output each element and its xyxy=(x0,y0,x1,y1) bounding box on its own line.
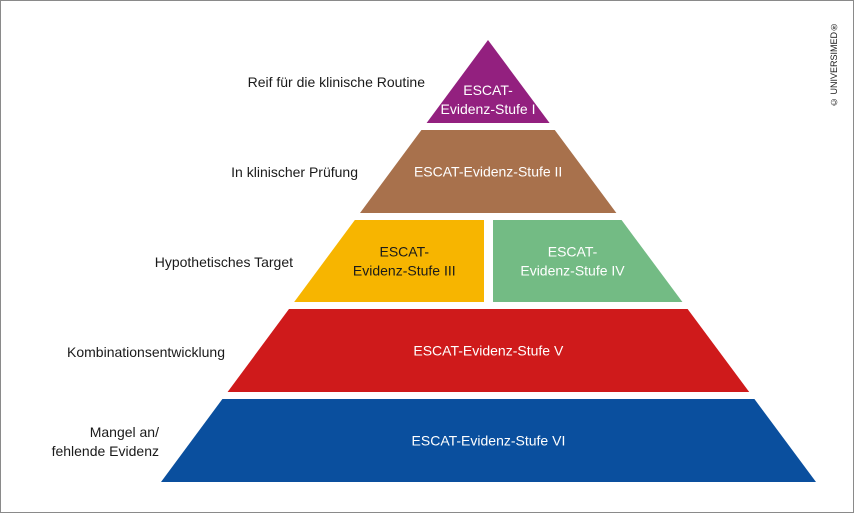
level-4-text: ESCAT- Evidenz-Stufe IV xyxy=(520,244,625,279)
level-1-text-line-2: Evidenz-Stufe I xyxy=(441,101,536,117)
label-level-5-line-1: Mangel an/ xyxy=(89,424,159,440)
level-4-block xyxy=(227,309,750,392)
level-1-text-line-1: ESCAT- xyxy=(463,82,513,98)
level-2-text-line-1: ESCAT-Evidenz-Stufe II xyxy=(414,164,562,180)
label-level-3: Hypothetisches Target xyxy=(154,254,293,270)
level-4-text-line-1: ESCAT- xyxy=(548,244,598,260)
level-3-text-line-2: Evidenz-Stufe III xyxy=(353,263,456,279)
level-2-block xyxy=(360,130,617,213)
label-level-4: Kombinationsentwicklung xyxy=(67,344,225,360)
level-4-text: ESCAT-Evidenz-Stufe V xyxy=(413,343,564,359)
label-level-5: Mangel an/ fehlende Evidenz xyxy=(52,423,159,461)
level-4-text-line-2: Evidenz-Stufe IV xyxy=(520,263,625,279)
level-5-block xyxy=(161,399,816,482)
level-1-text: ESCAT- Evidenz-Stufe I xyxy=(441,82,536,117)
copyright-notice: © UNIVERSIMED® xyxy=(829,21,839,107)
label-level-2: In klinischer Prüfung xyxy=(231,164,358,180)
level-3-text-line-1: ESCAT- xyxy=(379,244,429,260)
level-4-text-line-1: ESCAT-Evidenz-Stufe V xyxy=(413,343,564,359)
level-3-left-block xyxy=(294,220,484,302)
level-4-right-block xyxy=(493,220,683,302)
level-5-text-line-1: ESCAT-Evidenz-Stufe VI xyxy=(412,433,566,449)
level-1-block xyxy=(426,40,550,123)
level-5-text: ESCAT-Evidenz-Stufe VI xyxy=(412,433,566,449)
level-2-text: ESCAT-Evidenz-Stufe II xyxy=(414,164,562,180)
label-level-1: Reif für die klinische Routine xyxy=(247,74,425,90)
label-level-5-line-2: fehlende Evidenz xyxy=(51,443,159,459)
level-3-text: ESCAT- Evidenz-Stufe III xyxy=(353,244,456,279)
